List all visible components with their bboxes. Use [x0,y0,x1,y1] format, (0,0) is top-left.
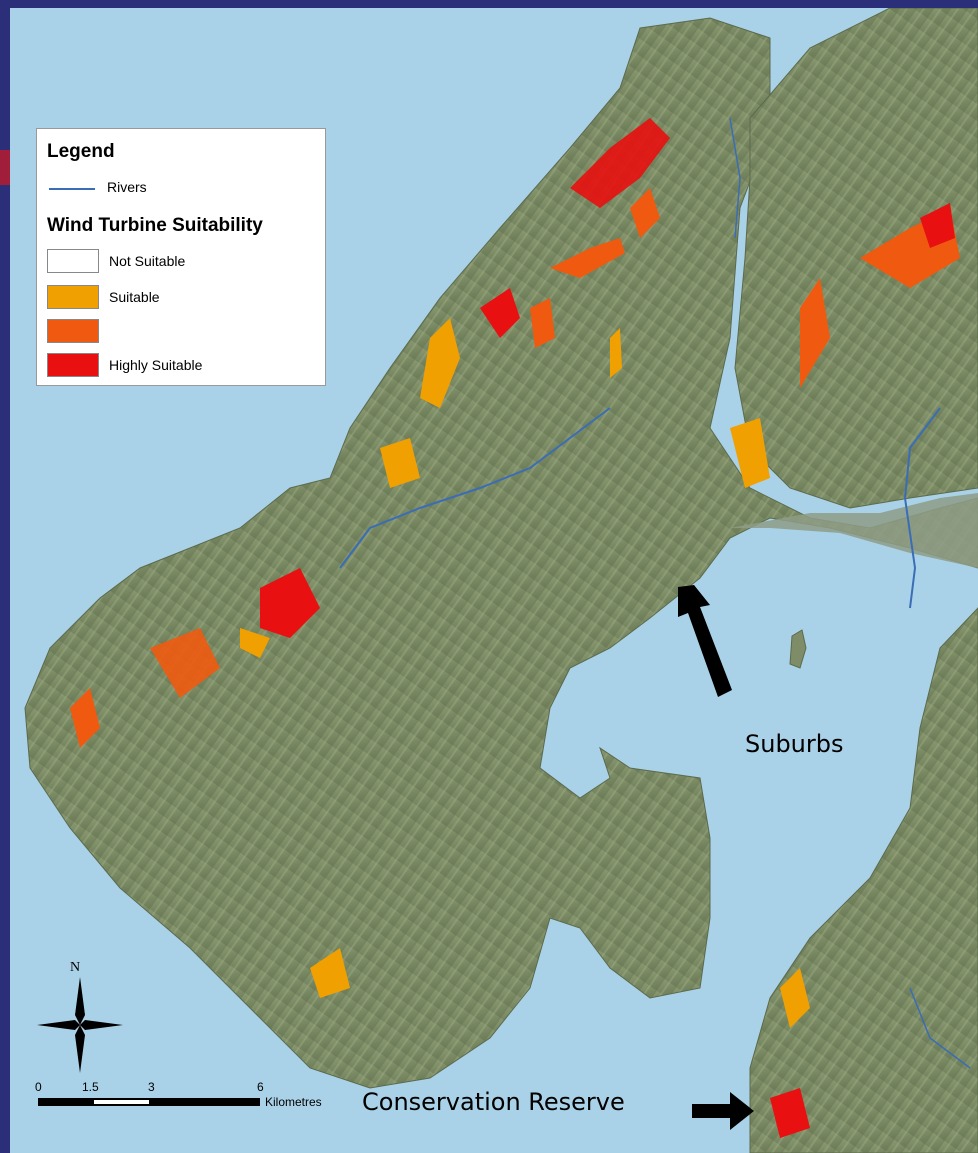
legend-class-label: Suitable [109,289,160,305]
northeast-landmass [734,8,978,509]
river [729,117,741,239]
scale-tick-label: 3 [148,1080,155,1094]
scale-bar-segment [94,1100,149,1104]
river [903,407,941,609]
north-arrow-icon [37,977,123,1073]
legend-class-label: Highly Suitable [109,357,203,373]
swatch-highly-suitable [47,353,99,377]
rivers-line-icon [49,188,95,190]
valley-flat [730,493,978,568]
swatch-moderately-suitable [47,319,99,343]
conservation-reserve-label: Conservation Reserve [362,1088,625,1116]
scale-tick-label: 6 [257,1080,264,1094]
map-area[interactable] [10,8,978,1153]
swatch-not-suitable [47,249,99,273]
swatch-suitable [47,285,99,309]
suburbs-label: Suburbs [745,730,844,758]
legend-suitability-title: Wind Turbine Suitability [47,215,263,236]
scale-bar-fill [38,1098,260,1106]
scale-bar: 0 1.5 3 6 Kilometres [30,1080,360,1120]
scale-tick-label: 1.5 [82,1080,99,1094]
river [339,407,611,569]
north-label: N [70,960,81,975]
legend: Legend Rivers Wind Turbine Suitability N… [36,128,326,386]
legend-rivers-label: Rivers [107,179,147,195]
legend-title: Legend [47,141,115,162]
terrain-map [10,8,978,1153]
conservation-arrow-icon [692,1092,754,1130]
suitability-patches [70,118,960,1138]
scale-tick-label: 0 [35,1080,42,1094]
accent-bar [0,150,10,185]
legend-class-label: Not Suitable [109,253,186,269]
scale-unit-label: Kilometres [265,1095,322,1109]
island [789,629,807,669]
suburbs-arrow-icon [678,585,732,697]
river [909,987,971,1069]
